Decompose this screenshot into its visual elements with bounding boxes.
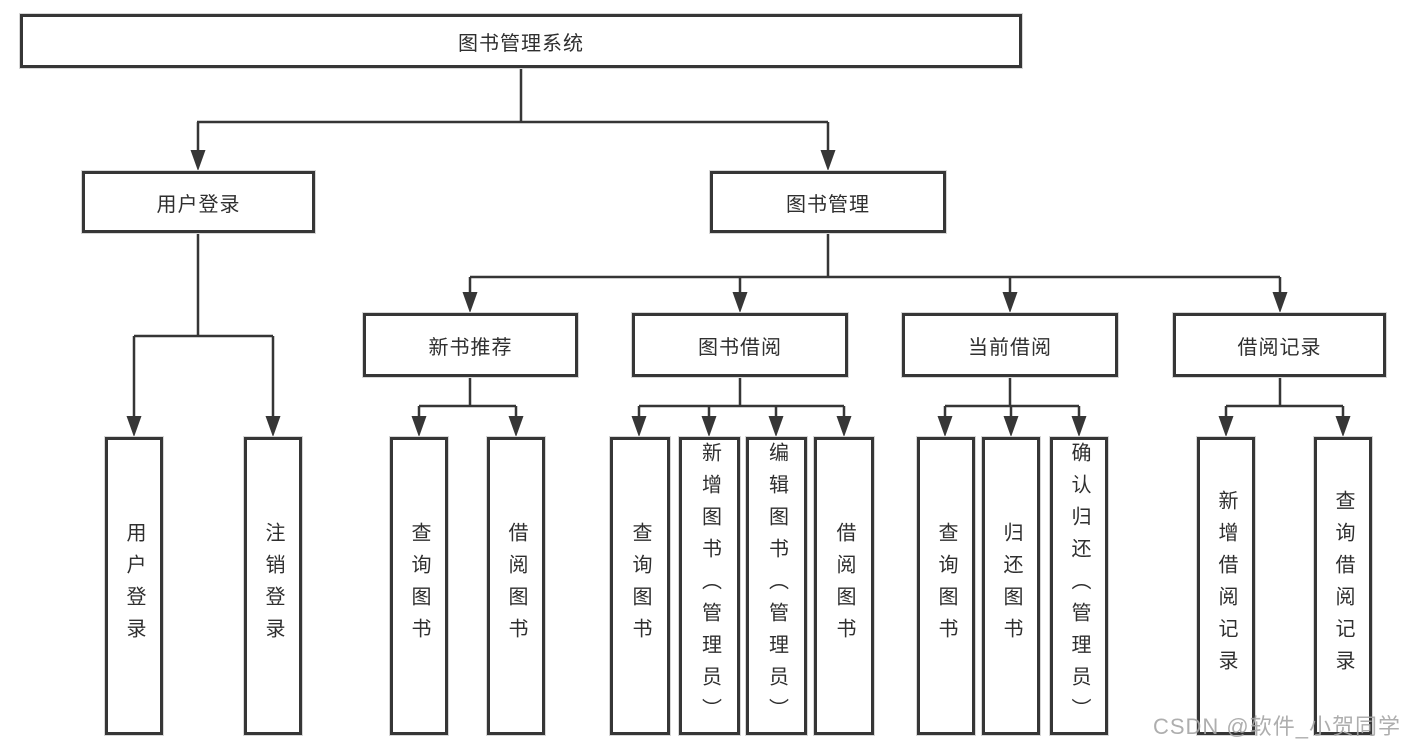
arrowheads — [126, 150, 1351, 437]
leaf-borrow-books-recommend: 借阅图书 — [487, 437, 545, 735]
leaf-query-borrow-record: 查询借阅记录 — [1314, 437, 1372, 735]
node-borrowing-records: 借阅记录 — [1173, 313, 1386, 377]
leaf-user-login: 用户登录 — [105, 437, 163, 735]
leaf-add-borrow-record: 新增借阅记录 — [1197, 437, 1255, 735]
leaf-return-books: 归还图书 — [982, 437, 1040, 735]
csdn-watermark: CSDN @软件_小贺同学 — [1152, 714, 1401, 739]
node-new-book-recommendation: 新书推荐 — [363, 313, 578, 377]
leaf-borrow-books: 借阅图书 — [814, 437, 874, 735]
leaf-confirm-return-admin: 确认归还（管理员） — [1050, 437, 1108, 735]
node-current-borrowing: 当前借阅 — [902, 313, 1118, 377]
node-book-management: 图书管理 — [710, 171, 946, 233]
leaf-edit-books-admin: 编辑图书（管理员） — [746, 437, 807, 735]
leaf-query-books-current: 查询图书 — [917, 437, 975, 735]
leaf-query-books-borrow: 查询图书 — [610, 437, 670, 735]
leaf-query-books-recommend: 查询图书 — [390, 437, 448, 735]
leaf-logout: 注销登录 — [244, 437, 302, 735]
node-root-library-system: 图书管理系统 — [20, 14, 1022, 68]
node-book-borrowing: 图书借阅 — [632, 313, 848, 377]
leaf-add-books-admin: 新增图书（管理员） — [679, 437, 740, 735]
node-user-login: 用户登录 — [82, 171, 315, 233]
